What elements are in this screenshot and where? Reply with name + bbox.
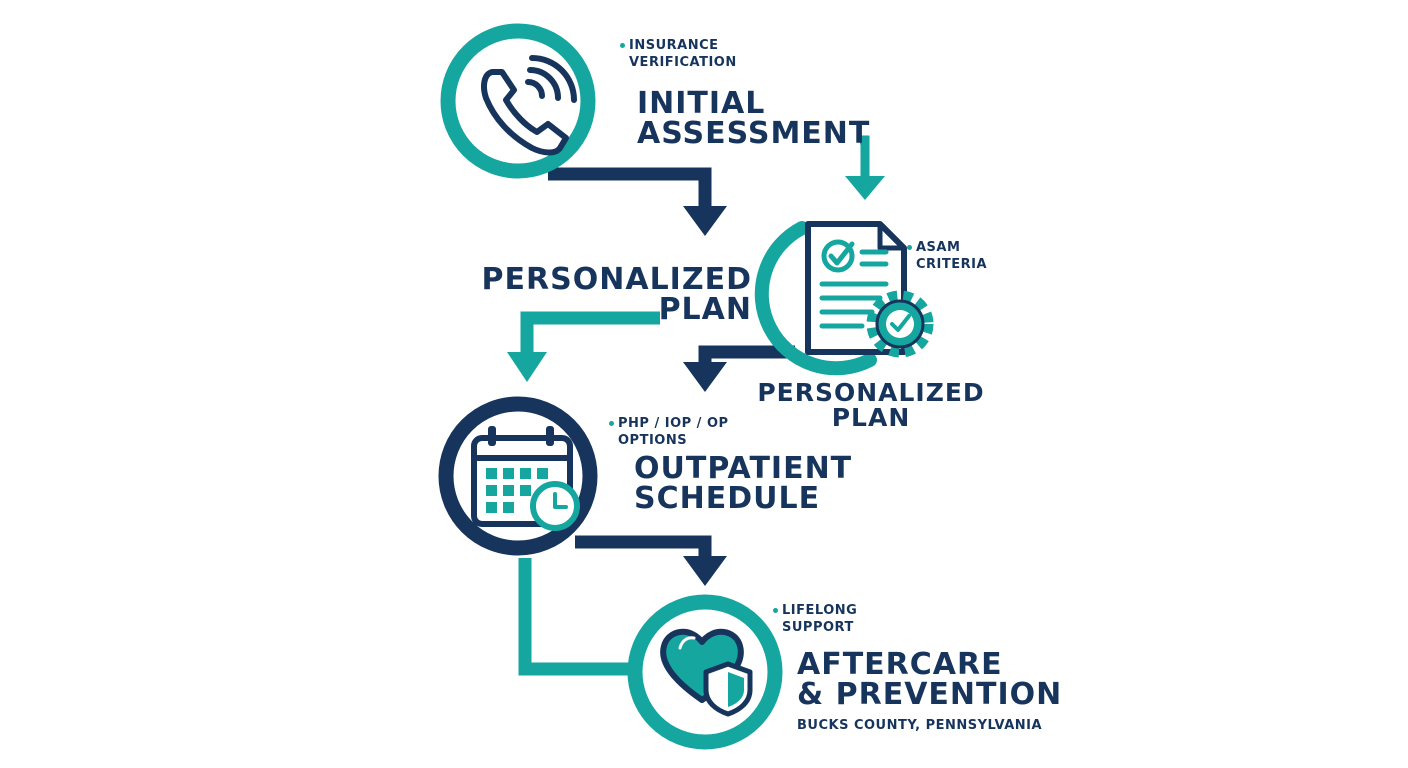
php-iop-op-options-tag: PHP / IOP / OP OPTIONS bbox=[609, 416, 729, 449]
title-line: SCHEDULE bbox=[634, 481, 821, 516]
title-line: PERSONALIZED bbox=[481, 262, 752, 297]
gear-check-icon bbox=[866, 290, 934, 358]
tag-line: PHP / IOP / OP bbox=[618, 416, 729, 431]
title-line: PLAN bbox=[658, 292, 752, 327]
tag-line: VERIFICATION bbox=[629, 54, 737, 70]
personalized-plan-title: PERSONALIZED PLAN bbox=[482, 265, 752, 325]
title-line: PERSONALIZED bbox=[757, 378, 985, 407]
tag-line: LIFELONG bbox=[782, 603, 858, 618]
title-line: ASSESSMENT bbox=[637, 116, 871, 151]
clock-icon bbox=[530, 481, 580, 531]
title-line: & PREVENTION bbox=[797, 677, 1063, 712]
connector-plan-to-side-label bbox=[698, 345, 795, 362]
heart-shield-icon bbox=[660, 629, 753, 717]
tag-line: SUPPORT bbox=[782, 619, 854, 635]
title-line: PLAN bbox=[831, 403, 911, 432]
tag-line: ASAM bbox=[916, 240, 961, 255]
outpatient-schedule-title: OUTPATIENT SCHEDULE bbox=[634, 454, 852, 514]
bullet-dot bbox=[620, 43, 625, 48]
asam-criteria-tag: ASAM CRITERIA bbox=[907, 240, 988, 273]
arrowhead-plan-to-schedule-teal bbox=[507, 352, 547, 382]
phone-icon bbox=[481, 55, 577, 156]
arrowhead-schedule-to-aftercare bbox=[683, 556, 727, 586]
title-line: OUTPATIENT bbox=[634, 451, 853, 486]
arrowhead-plan-to-side-label bbox=[683, 362, 727, 392]
arrowhead-assessment-to-plan-left bbox=[683, 206, 727, 236]
title-line: INITIAL bbox=[637, 86, 766, 121]
location-subtitle: BUCKS COUNTY, PENNSYLVANIA bbox=[797, 718, 1043, 733]
personalized-plan-side-title: PERSONALIZED PLAN bbox=[748, 380, 994, 430]
connector-assessment-to-plan-right bbox=[860, 135, 870, 178]
tag-line: CRITERIA bbox=[916, 256, 988, 272]
tag-line: OPTIONS bbox=[618, 432, 688, 448]
lifelong-support-tag: LIFELONG SUPPORT bbox=[773, 603, 858, 636]
arrowhead-assessment-to-plan-right bbox=[845, 176, 885, 200]
title-line: AFTERCARE bbox=[797, 647, 1003, 682]
connector-schedule-loop-to-aftercare bbox=[518, 558, 640, 676]
connector-plan-to-schedule-teal bbox=[520, 311, 660, 352]
plan-partial-ring bbox=[754, 221, 877, 376]
tag-line: INSURANCE bbox=[629, 38, 719, 53]
initial-assessment-title: INITIAL ASSESSMENT bbox=[637, 89, 870, 149]
connector-schedule-to-aftercare bbox=[575, 535, 712, 556]
connector-assessment-to-plan-left bbox=[548, 167, 712, 206]
aftercare-prevention-title: AFTERCARE & PREVENTION bbox=[797, 650, 1062, 710]
bullet-dot bbox=[907, 245, 912, 250]
bullet-dot bbox=[609, 421, 614, 426]
assessment-ring bbox=[440, 23, 596, 179]
bullet-dot bbox=[773, 608, 778, 613]
insurance-verification-tag: INSURANCE VERIFICATION bbox=[620, 38, 737, 71]
